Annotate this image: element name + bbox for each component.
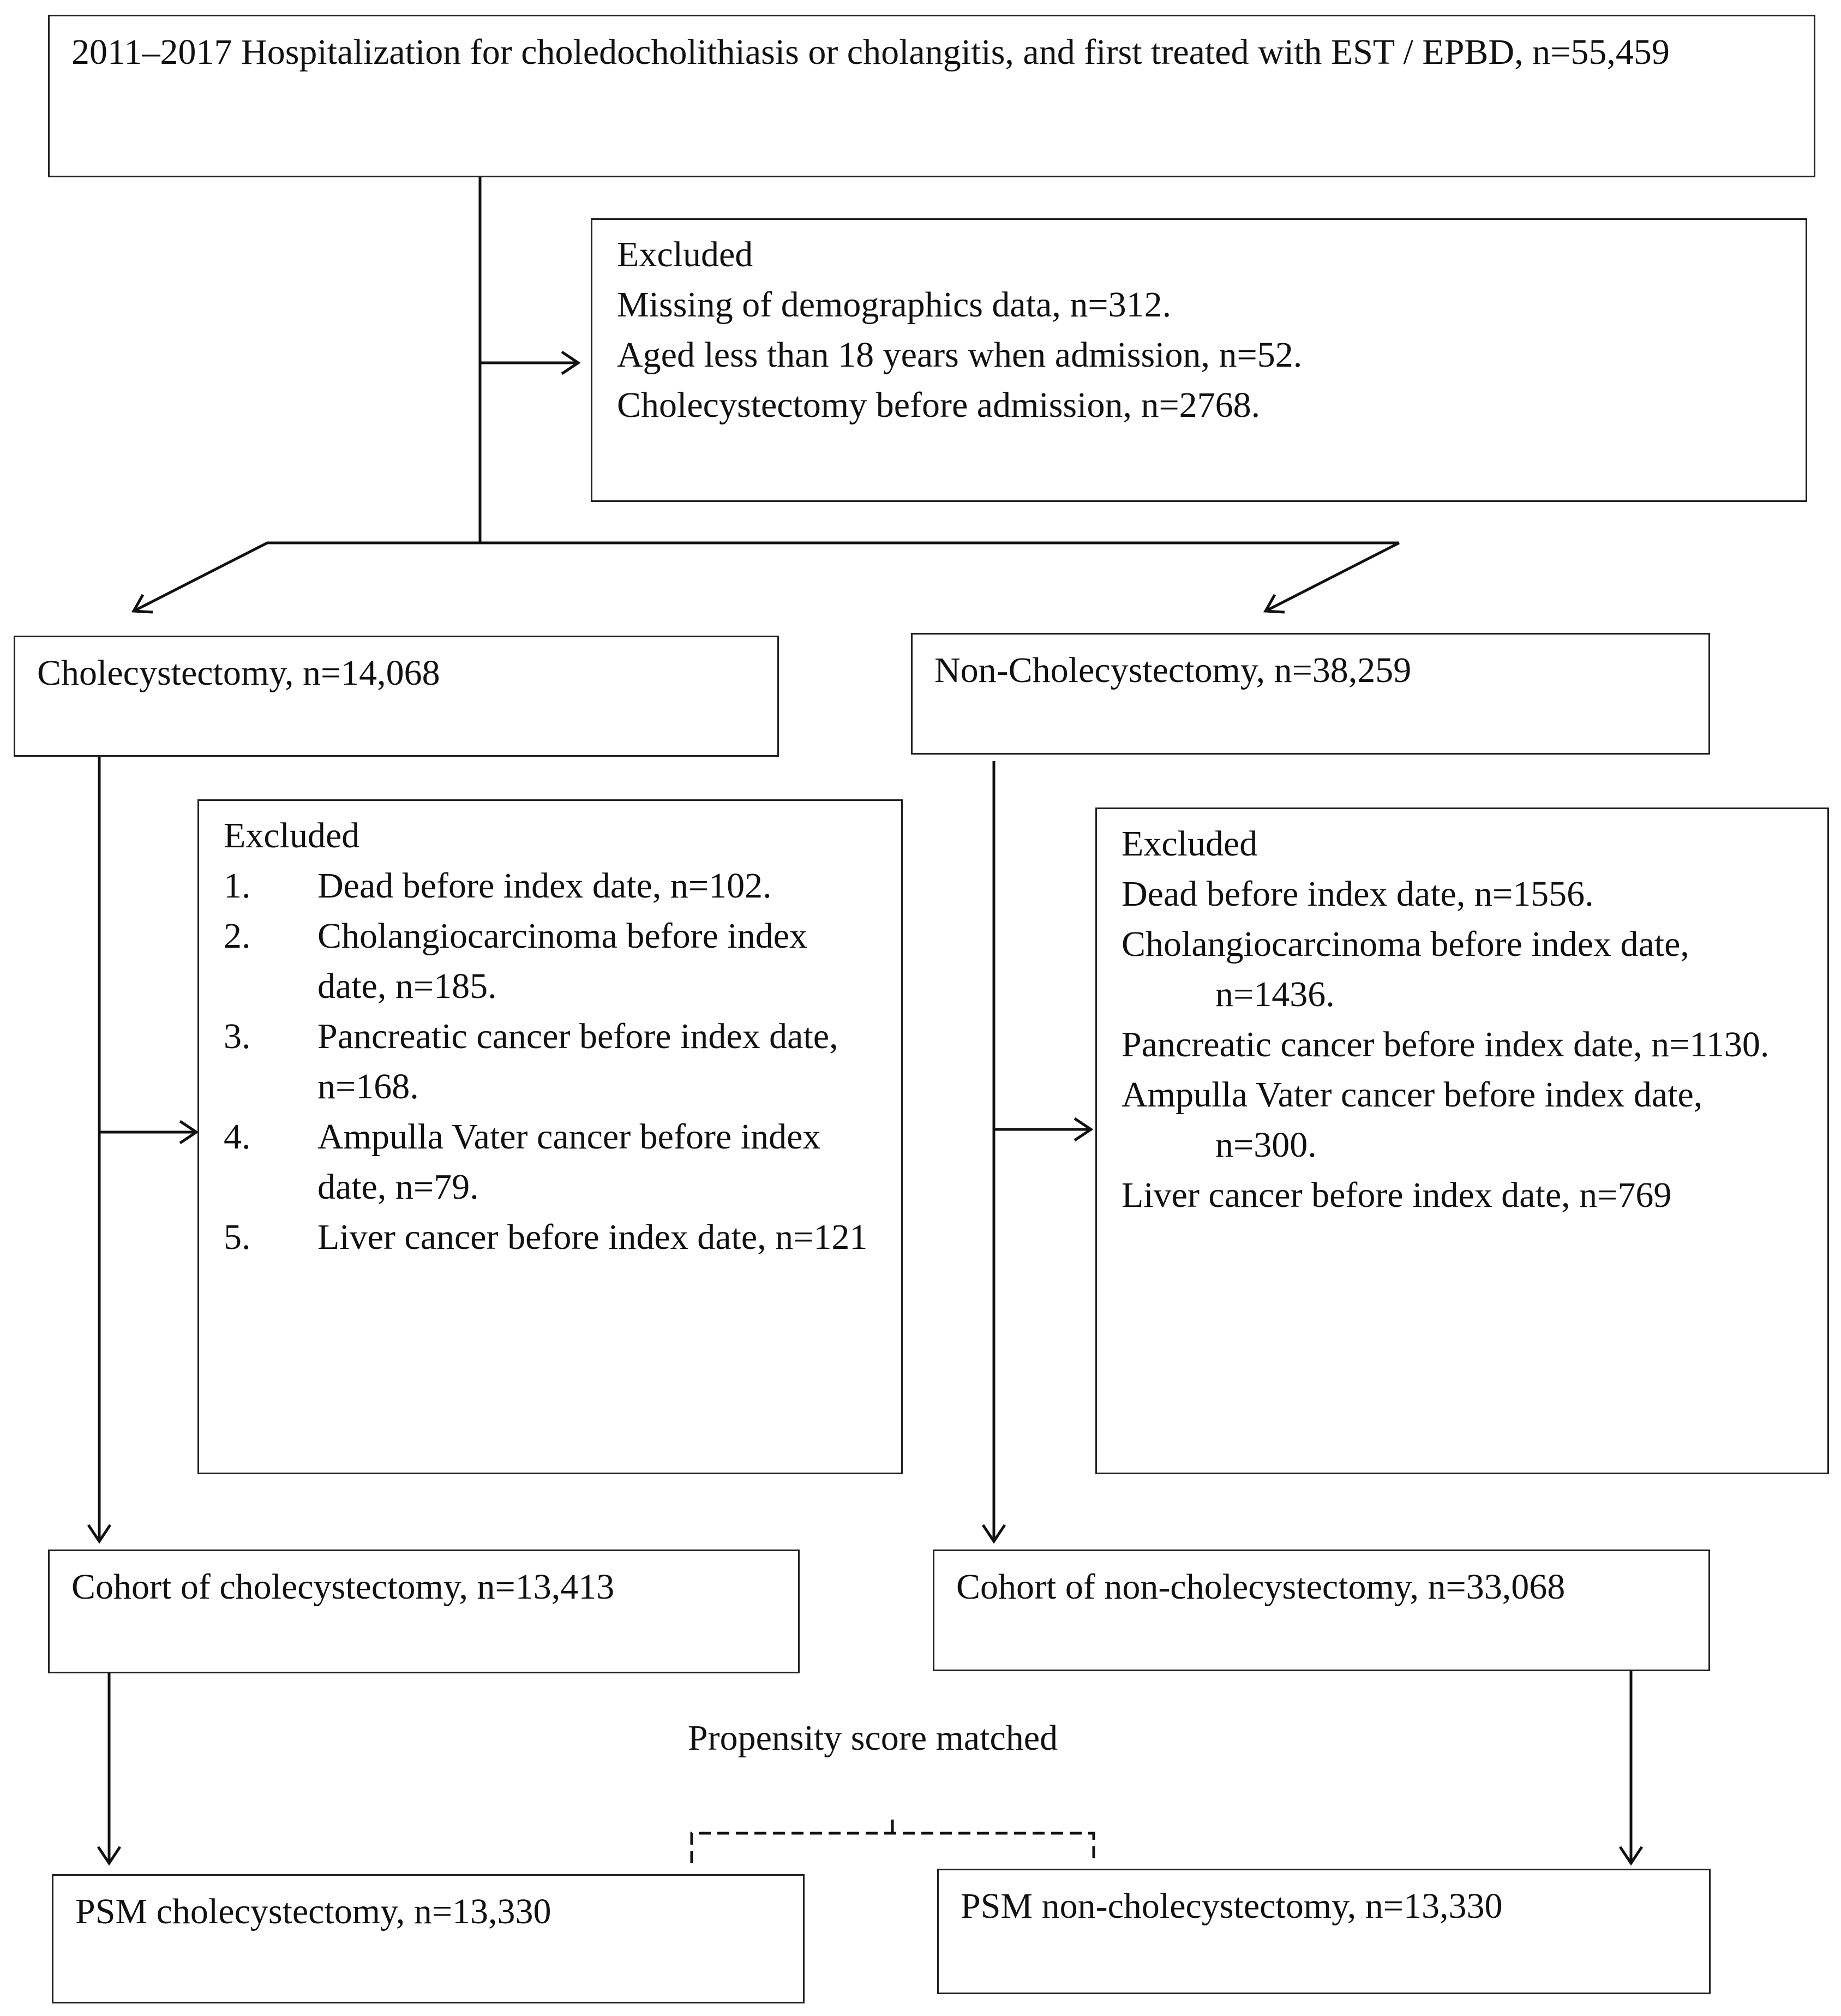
excluded-left-item: 5. Liver cancer before index date, n=121 xyxy=(224,1212,877,1263)
non-cholecystectomy-box: Non-Cholecystectomy, n=38,259 xyxy=(911,633,1710,755)
arrow-to-chole xyxy=(133,541,268,613)
item-number: 2. xyxy=(224,916,251,956)
initial-cohort-box: 2011–2017 Hospitalization for choledocho… xyxy=(48,15,1815,177)
excluded-left-item: 1. Dead before index date, n=102. xyxy=(224,861,877,911)
psm-cholecystectomy-text: PSM cholecystectomy, n=13,330 xyxy=(75,1892,551,1931)
item-text: Cholangiocarcinoma before index date, n=… xyxy=(317,916,807,1006)
excluded-right-item: Pancreatic cancer before index date, n=1… xyxy=(1122,1025,1770,1064)
item-text: Pancreatic cancer before index date, n=1… xyxy=(317,1016,838,1106)
item-text: Ampulla Vater cancer before index date, … xyxy=(317,1117,821,1207)
excluded-top-heading: Excluded xyxy=(617,235,753,274)
excluded-left-item: 3. Pancreatic cancer before index date, n… xyxy=(224,1012,877,1112)
item-number: 3. xyxy=(224,1016,251,1056)
arrow-to-nonchole xyxy=(1264,541,1400,613)
cohort-non-cholecystectomy-text: Cohort of non-cholecystectomy, n=33,068 xyxy=(956,1567,1566,1607)
psm-bracket xyxy=(690,1832,1095,1863)
excluded-left-item: 2. Cholangiocarcinoma before index date, … xyxy=(224,911,877,1012)
non-cholecystectomy-text: Non-Cholecystectomy, n=38,259 xyxy=(934,650,1412,690)
item-text: Dead before index date, n=102. xyxy=(317,866,772,906)
propensity-score-caption: Propensity score matched xyxy=(687,1718,1058,1758)
excluded-right-item: Ampulla Vater cancer before index date, … xyxy=(1122,1075,1703,1165)
excluded-top-item: Aged less than 18 years when admission, … xyxy=(617,335,1303,375)
excluded-right-box: Excluded Dead before index date, n=1556.… xyxy=(1095,807,1829,1474)
excluded-right-item: Cholangiocarcinoma before index date, n=… xyxy=(1122,924,1689,1014)
cholecystectomy-text: Cholecystectomy, n=14,068 xyxy=(37,653,440,693)
cohort-cholecystectomy-text: Cohort of cholecystectomy, n=13,413 xyxy=(71,1567,615,1607)
excluded-top-box: Excluded Missing of demographics data, n… xyxy=(591,218,1807,502)
excluded-left-item: 4. Ampulla Vater cancer before index date… xyxy=(224,1112,877,1212)
item-number: 4. xyxy=(224,1117,251,1157)
excluded-right-item: Liver cancer before index date, n=769 xyxy=(1122,1175,1672,1215)
psm-non-cholecystectomy-text: PSM non-cholecystectomy, n=13,330 xyxy=(961,1886,1503,1926)
psm-non-cholecystectomy-box: PSM non-cholecystectomy, n=13,330 xyxy=(937,1869,1711,1994)
excluded-right-item: Dead before index date, n=1556. xyxy=(1122,874,1594,914)
excluded-left-box: Excluded 1. Dead before index date, n=102… xyxy=(197,799,903,1474)
excluded-top-item: Cholecystectomy before admission, n=2768… xyxy=(617,385,1261,425)
cholecystectomy-box: Cholecystectomy, n=14,068 xyxy=(14,636,779,757)
cohort-cholecystectomy-box: Cohort of cholecystectomy, n=13,413 xyxy=(48,1550,800,1673)
excluded-left-heading: Excluded xyxy=(224,816,360,856)
initial-cohort-text: 2011–2017 Hospitalization for choledocho… xyxy=(71,32,1670,72)
item-number: 1. xyxy=(224,866,251,906)
excluded-top-item: Missing of demographics data, n=312. xyxy=(617,285,1172,325)
item-number: 5. xyxy=(224,1217,251,1257)
cohort-non-cholecystectomy-box: Cohort of non-cholecystectomy, n=33,068 xyxy=(933,1550,1710,1671)
item-text: Liver cancer before index date, n=121 xyxy=(317,1217,868,1257)
psm-cholecystectomy-box: PSM cholecystectomy, n=13,330 xyxy=(52,1874,805,2003)
excluded-right-heading: Excluded xyxy=(1122,824,1258,864)
